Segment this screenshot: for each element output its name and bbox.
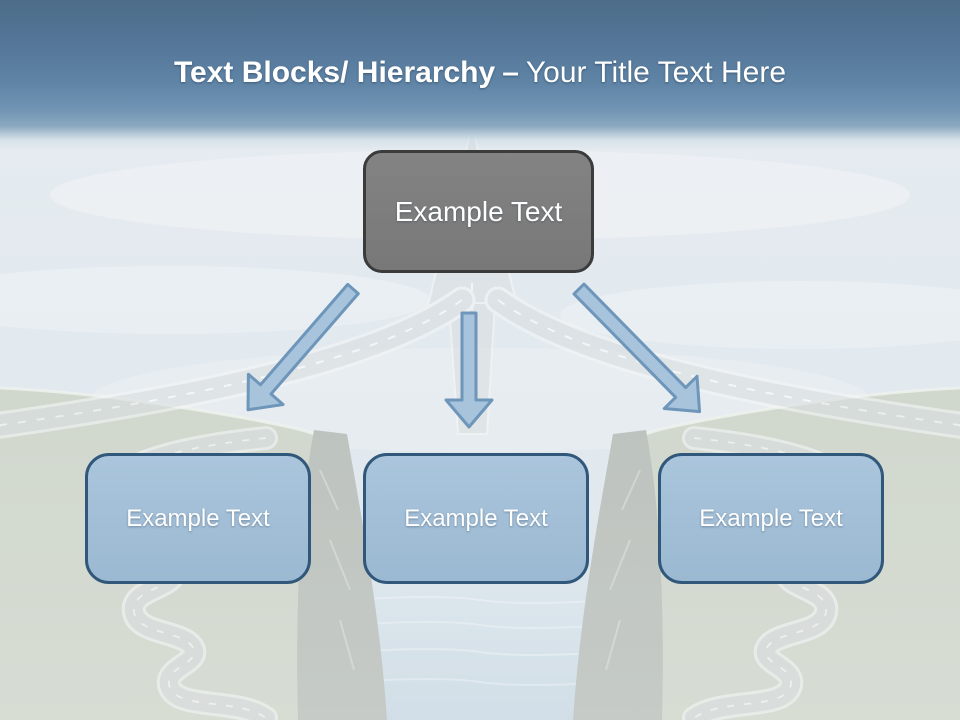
child-text-block-1[interactable]: Example Text xyxy=(85,453,311,584)
title-main: Text Blocks/ Hierarchy xyxy=(173,56,496,89)
child-text-block-3[interactable]: Example Text xyxy=(658,453,884,584)
child-text-block-2-label: Example Text xyxy=(404,504,548,532)
grass-right-rim xyxy=(645,386,960,436)
child-text-block-2[interactable]: Example Text xyxy=(363,453,589,584)
root-text-block-label: Example Text xyxy=(394,195,563,227)
slide-title: Text Blocks/ Hierarchy–Your Title Text H… xyxy=(0,54,960,92)
root-text-block[interactable]: Example Text xyxy=(363,150,594,273)
cliff-texture xyxy=(319,469,641,671)
title-subtitle: Your Title Text Here xyxy=(525,56,787,89)
cliff-right xyxy=(573,430,663,720)
title-bar: Text Blocks/ Hierarchy–Your Title Text H… xyxy=(0,0,960,150)
child-text-block-3-label: Example Text xyxy=(699,504,843,532)
grass-left-rim xyxy=(0,386,315,436)
child-text-block-1-label: Example Text xyxy=(126,504,270,532)
cliff-left xyxy=(297,430,387,720)
title-separator: – xyxy=(502,56,519,89)
